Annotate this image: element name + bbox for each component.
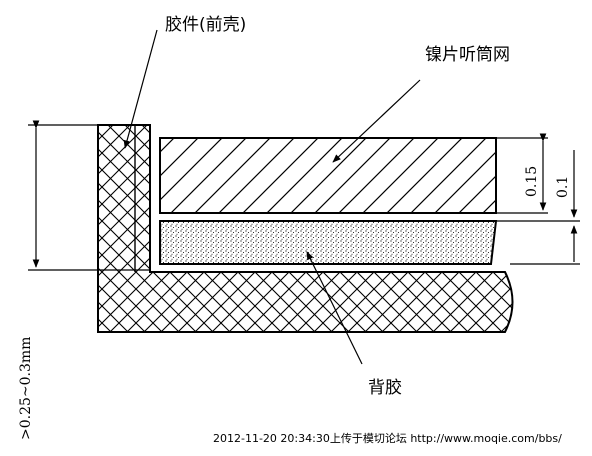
mesh-layer [159, 137, 497, 214]
adhesive-label: 背胶 [368, 378, 402, 398]
mesh-label: 镍片听筒网 [425, 45, 510, 65]
adhesive-layer [159, 220, 498, 265]
mesh-leader [332, 79, 421, 163]
mesh-thickness-label: 0.15 [524, 166, 540, 197]
housing-leader [123, 29, 158, 149]
adhesive-leader [306, 251, 363, 365]
wall-gap-label: >0.25~0.3mm [18, 337, 34, 440]
housing-label: 胶件(前壳) [165, 15, 246, 35]
footer-caption: 2012-11-20 20:34:30上传于模切论坛 http://www.mo… [213, 431, 562, 445]
adhesive-thickness-label: 0.1 [555, 176, 571, 198]
housing-part [97, 124, 514, 333]
